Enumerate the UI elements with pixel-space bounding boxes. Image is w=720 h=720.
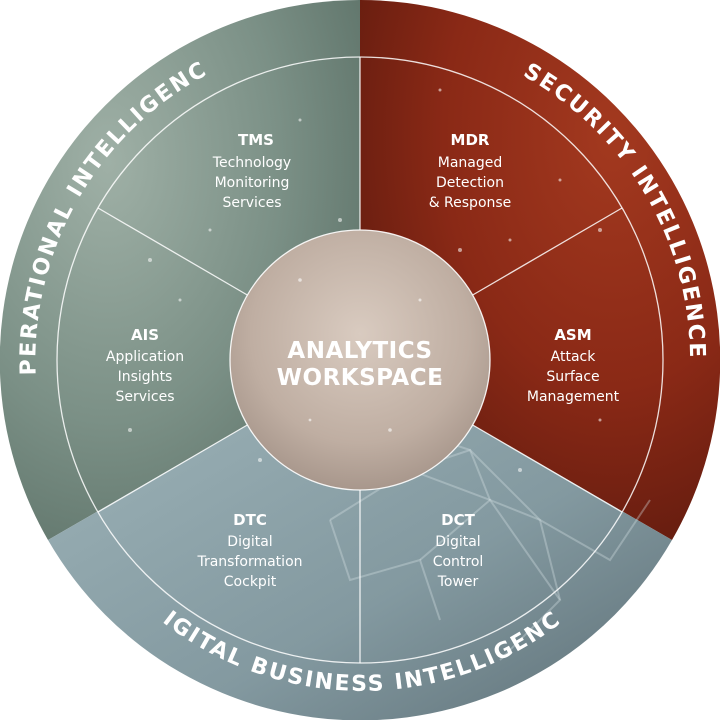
segment-line: Services xyxy=(222,195,281,211)
segment-line: Digital xyxy=(435,534,480,550)
segment-line: & Response xyxy=(429,195,512,211)
segment-dividers xyxy=(97,57,623,663)
segment-line: Management xyxy=(527,389,620,405)
segment-line: Technology xyxy=(212,155,291,171)
segment-line: Cockpit xyxy=(224,574,277,590)
segment-line: Managed xyxy=(438,155,503,171)
segment-line: Transformation xyxy=(196,554,302,570)
segment-dct: DCT Digital Control Tower xyxy=(433,511,484,590)
segment-line: Monitoring xyxy=(215,175,290,191)
segment-mdr: MDR Managed Detection & Response xyxy=(429,131,512,211)
segment-abbr: MDR xyxy=(451,131,490,149)
segment-line: Surface xyxy=(546,369,599,385)
particle-decoration xyxy=(128,88,602,472)
segment-tms: TMS Technology Monitoring Services xyxy=(212,131,291,211)
segment-line: Application xyxy=(106,349,184,365)
segment-dtc: DTC Digital Transformation Cockpit xyxy=(196,511,302,590)
segment-line: Attack xyxy=(551,349,597,365)
segment-ais: AIS Application Insights Services xyxy=(106,326,184,405)
center-particles xyxy=(298,278,442,432)
segment-abbr: ASM xyxy=(554,326,591,344)
segment-abbr: DCT xyxy=(441,511,475,529)
segment-line: Services xyxy=(115,389,174,405)
center-title-line2: WORKSPACE xyxy=(277,365,444,391)
segment-line: Detection xyxy=(436,175,504,191)
segment-line: Tower xyxy=(437,574,479,590)
segment-line: Digital xyxy=(227,534,272,550)
segment-abbr: TMS xyxy=(238,131,274,149)
segment-line: Insights xyxy=(118,369,173,385)
segment-abbr: AIS xyxy=(131,326,159,344)
segment-asm: ASM Attack Surface Management xyxy=(527,326,620,405)
center-title-line1: ANALYTICS xyxy=(287,338,432,364)
center-hub xyxy=(229,229,491,491)
segment-line: Control xyxy=(433,554,484,570)
segment-abbr: DTC xyxy=(233,511,267,529)
